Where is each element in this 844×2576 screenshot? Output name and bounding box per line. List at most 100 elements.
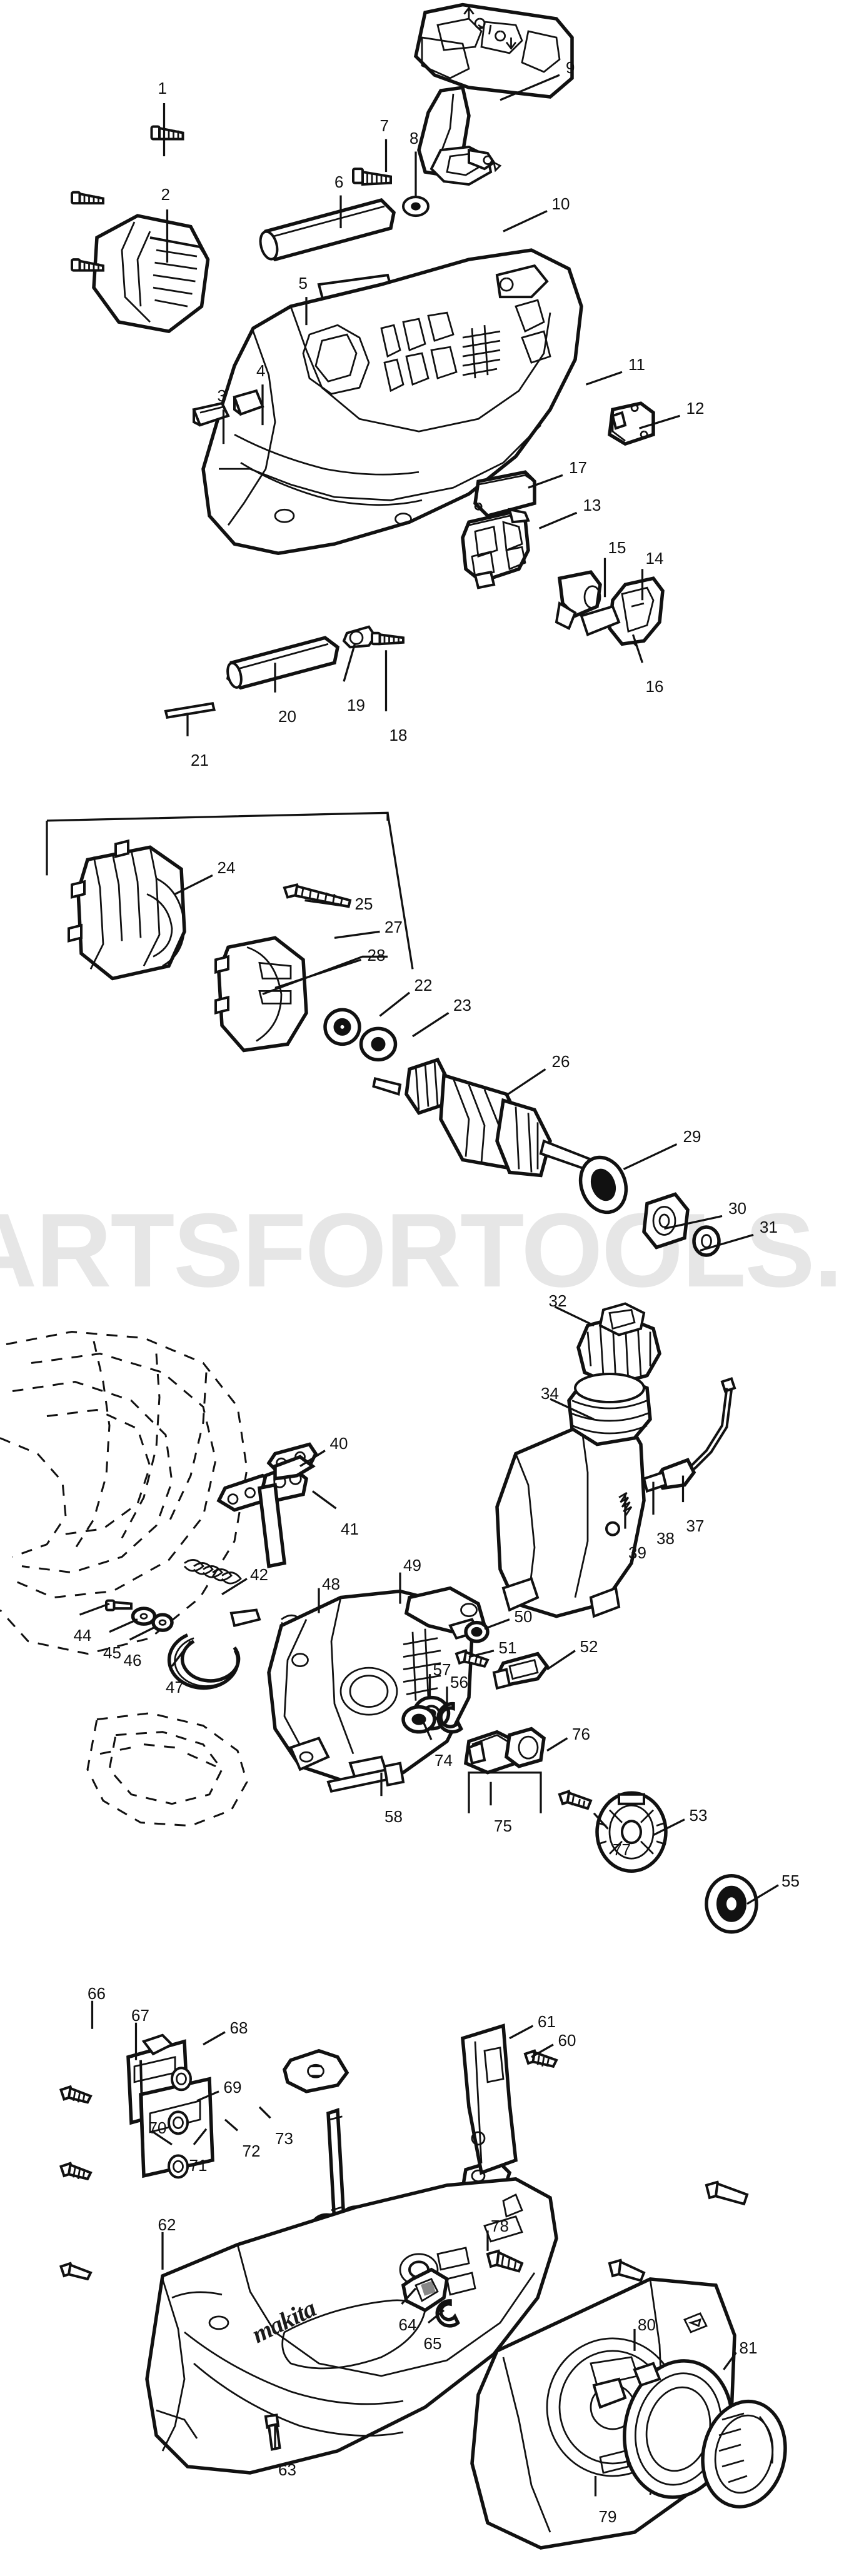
callout-71: 71	[189, 2155, 208, 2175]
callout-26: 26	[551, 1052, 570, 1071]
callout-31: 31	[760, 1218, 778, 1237]
callout-73: 73	[275, 2129, 293, 2148]
part-23-washer	[359, 1026, 398, 1062]
callout-44: 44	[73, 1626, 92, 1645]
part-16-lever	[580, 576, 665, 646]
main-housing-left-half	[201, 248, 583, 556]
part-53-sprocket	[595, 1791, 668, 1873]
callout-17: 17	[569, 458, 587, 478]
callout-18: 18	[389, 725, 408, 744]
callout-45: 45	[103, 1643, 121, 1662]
part-7-screw	[352, 168, 392, 186]
part-6-handle-bar	[259, 198, 396, 262]
callout-38: 38	[656, 1529, 675, 1548]
part-34-oil-tank	[495, 1373, 652, 1618]
part-cover-screws	[71, 191, 104, 272]
callout-5: 5	[298, 274, 308, 293]
part-22-ball-bearing	[323, 1008, 361, 1046]
part-9-top-handle	[413, 3, 574, 186]
part-15-sleeve	[555, 570, 602, 631]
part-12-switch	[608, 401, 655, 446]
callout-58: 58	[384, 1807, 403, 1827]
callout-77: 77	[613, 1840, 631, 1859]
callout-14: 14	[645, 549, 664, 568]
callout-2: 2	[161, 184, 170, 204]
part-67-guide-plate	[126, 2033, 214, 2179]
callout-49: 49	[403, 1555, 421, 1575]
part-13-trigger-switch	[461, 508, 530, 589]
part-32-oil-cap	[576, 1302, 661, 1402]
callout-78: 78	[491, 2217, 509, 2236]
part-31-ring	[692, 1225, 721, 1257]
callout-34: 34	[541, 1383, 559, 1403]
callout-48: 48	[322, 1574, 340, 1593]
part-45-washer	[131, 1606, 157, 1626]
callout-32: 32	[548, 1291, 567, 1310]
part-44-screw	[105, 1599, 133, 1611]
part-38-pipe-joint	[642, 1458, 696, 1493]
part-61-rear-plate	[461, 2023, 518, 2175]
callout-41: 41	[341, 1520, 359, 1539]
part-60-screw	[523, 2049, 558, 2068]
callout-6: 6	[334, 172, 344, 191]
part-75-brush-holder	[463, 1727, 546, 1813]
callout-24: 24	[217, 858, 236, 878]
part-69-tension-rod	[326, 2108, 346, 2225]
part-1-screw	[150, 125, 184, 141]
callout-21: 21	[191, 750, 209, 769]
callout-22: 22	[414, 975, 433, 995]
callout-39: 39	[628, 1543, 646, 1562]
callout-67: 67	[131, 2005, 149, 2025]
section-oiltank-brake	[0, 1302, 758, 1934]
callout-55: 55	[781, 1871, 800, 1890]
callout-63: 63	[278, 2460, 296, 2480]
callout-13: 13	[583, 496, 601, 515]
callout-20: 20	[278, 706, 296, 726]
callout-11: 11	[628, 355, 645, 374]
callout-66: 66	[88, 1983, 106, 2003]
part-19-bushing	[342, 625, 377, 649]
callout-56: 56	[450, 1673, 468, 1692]
part-52-clamp	[492, 1651, 550, 1690]
callout-51: 51	[498, 1638, 517, 1658]
section-side-cover-housing	[59, 2023, 787, 2550]
callout-52: 52	[580, 1636, 598, 1656]
part-8-washer	[402, 196, 430, 218]
callout-30: 30	[728, 1199, 746, 1218]
part-30-spacer	[642, 1192, 690, 1250]
section-motor-armature	[46, 813, 721, 1257]
part-39-small-spring	[605, 1491, 633, 1536]
part-77-screw	[558, 1790, 593, 1810]
callout-47: 47	[166, 1677, 184, 1696]
part-46-washer	[151, 1613, 174, 1632]
callout-4: 4	[256, 361, 266, 381]
part-41-brake-lever	[216, 1455, 316, 1568]
callout-40: 40	[329, 1433, 348, 1453]
callout-50: 50	[514, 1607, 533, 1626]
part-2-side-cover	[92, 214, 210, 334]
callout-42: 42	[250, 1565, 268, 1584]
callout-79: 79	[598, 2507, 617, 2527]
part-24-stator	[68, 839, 186, 981]
callout-28: 28	[367, 946, 386, 965]
part-68-knob	[283, 2048, 349, 2093]
callout-1: 1	[158, 78, 167, 98]
callout-81: 81	[739, 2338, 758, 2358]
callout-3: 3	[217, 386, 226, 406]
callout-80: 80	[638, 2315, 656, 2334]
callout-12: 12	[686, 399, 705, 418]
part-18-screw	[371, 631, 404, 646]
part-21-pin	[164, 701, 216, 719]
part-50-oil-seal	[464, 1620, 490, 1643]
part-56-retaining-ring	[436, 1701, 463, 1734]
callout-69: 69	[223, 2077, 242, 2097]
callout-8: 8	[409, 128, 419, 148]
callout-72: 72	[242, 2142, 261, 2161]
part-17-capacitor	[473, 470, 536, 518]
part-66-screws	[59, 2085, 93, 2281]
callout-65: 65	[423, 2333, 442, 2353]
part-3-terminal-block	[192, 401, 230, 427]
callout-61: 61	[538, 2012, 556, 2031]
